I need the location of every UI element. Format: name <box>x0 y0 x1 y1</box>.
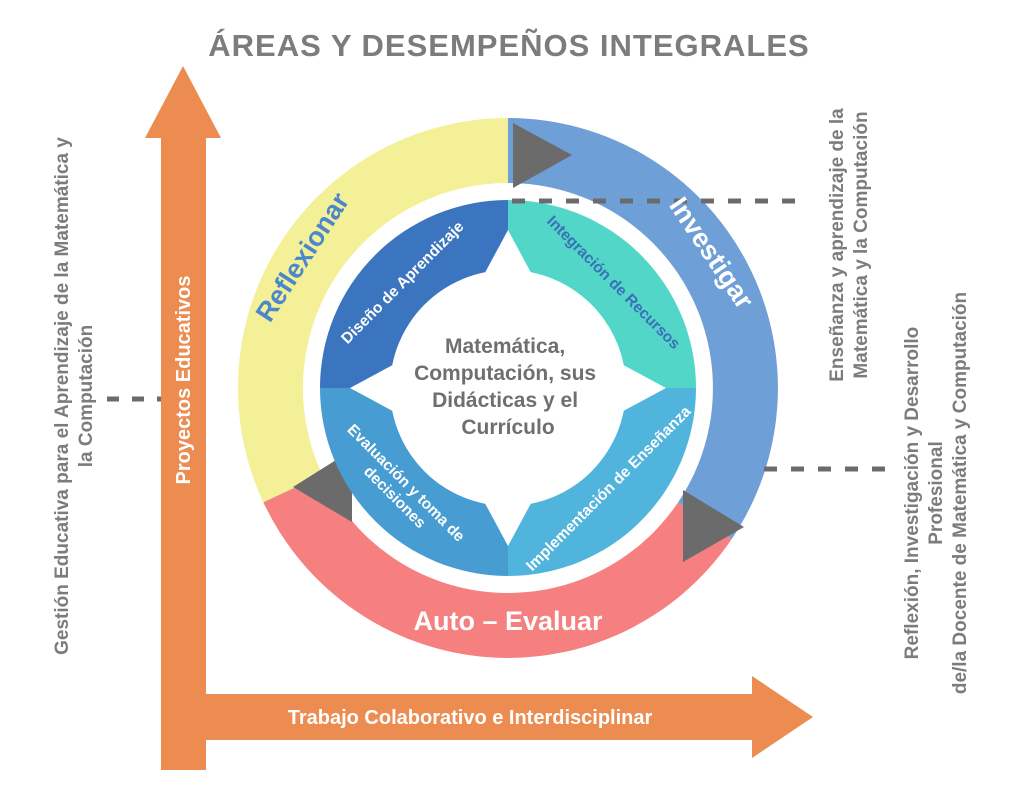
vertical-axis-label: Proyectos Educativos <box>173 276 195 485</box>
right-top-caption: Enseñanza y aprendizaje de la Matemática… <box>826 95 874 395</box>
right-bottom-caption-line1: Reflexión, Investigación y Desarrollo Pr… <box>902 326 947 660</box>
right-bottom-caption-line2: de/la Docente de Matemática y Computació… <box>950 291 971 695</box>
flow-arrow-bottom-left-icon <box>293 450 352 522</box>
inner-segment-evaluacion <box>320 388 508 576</box>
center-hub-point-south <box>480 494 536 546</box>
outer-label-auto-evaluar: Auto – Evaluar <box>413 606 603 636</box>
vertical-axis-arrow <box>145 66 221 770</box>
horizontal-axis-arrow <box>161 676 813 758</box>
center-text-line3: Didácticas y el <box>432 389 578 412</box>
right-top-caption-line2: Matemática y la Computación <box>851 111 872 379</box>
flow-arrow-bottom-right-icon <box>683 490 744 562</box>
inner-segment-implementacion <box>508 388 696 576</box>
left-axis-caption-line2: la Computación <box>76 324 97 468</box>
center-hub-point-east <box>614 360 666 416</box>
flow-arrow-top-icon <box>513 123 572 188</box>
inner-segment-integracion <box>508 200 696 388</box>
horizontal-axis-label: Trabajo Colaborativo e Interdisciplinar <box>288 707 653 729</box>
center-hub-point-north <box>480 230 536 282</box>
page-title: ÁREAS Y DESEMPEÑOS INTEGRALES <box>208 28 810 63</box>
outer-segment-reflexionar <box>237 118 508 503</box>
center-hub-point-west <box>350 360 402 416</box>
center-text-line1: Matemática, <box>445 335 565 358</box>
left-axis-caption-line1: Gestión Educativa para el Aprendizaje de… <box>52 137 73 655</box>
left-axis-caption: Gestión Educativa para el Aprendizaje de… <box>51 106 99 686</box>
right-bottom-caption: Reflexión, Investigación y Desarrollo Pr… <box>901 273 973 713</box>
center-text-line4: Currículo <box>461 416 554 439</box>
inner-segment-diseno <box>320 200 508 388</box>
center-hub <box>390 270 626 506</box>
outer-segment-investigar <box>508 118 778 539</box>
right-top-caption-line1: Enseñanza y aprendizaje de la <box>827 108 848 382</box>
outer-segment-auto-evaluar <box>263 474 732 658</box>
center-text: Matemática, Computación, sus Didácticas … <box>414 335 602 439</box>
center-text-line2: Computación, sus <box>414 362 596 385</box>
